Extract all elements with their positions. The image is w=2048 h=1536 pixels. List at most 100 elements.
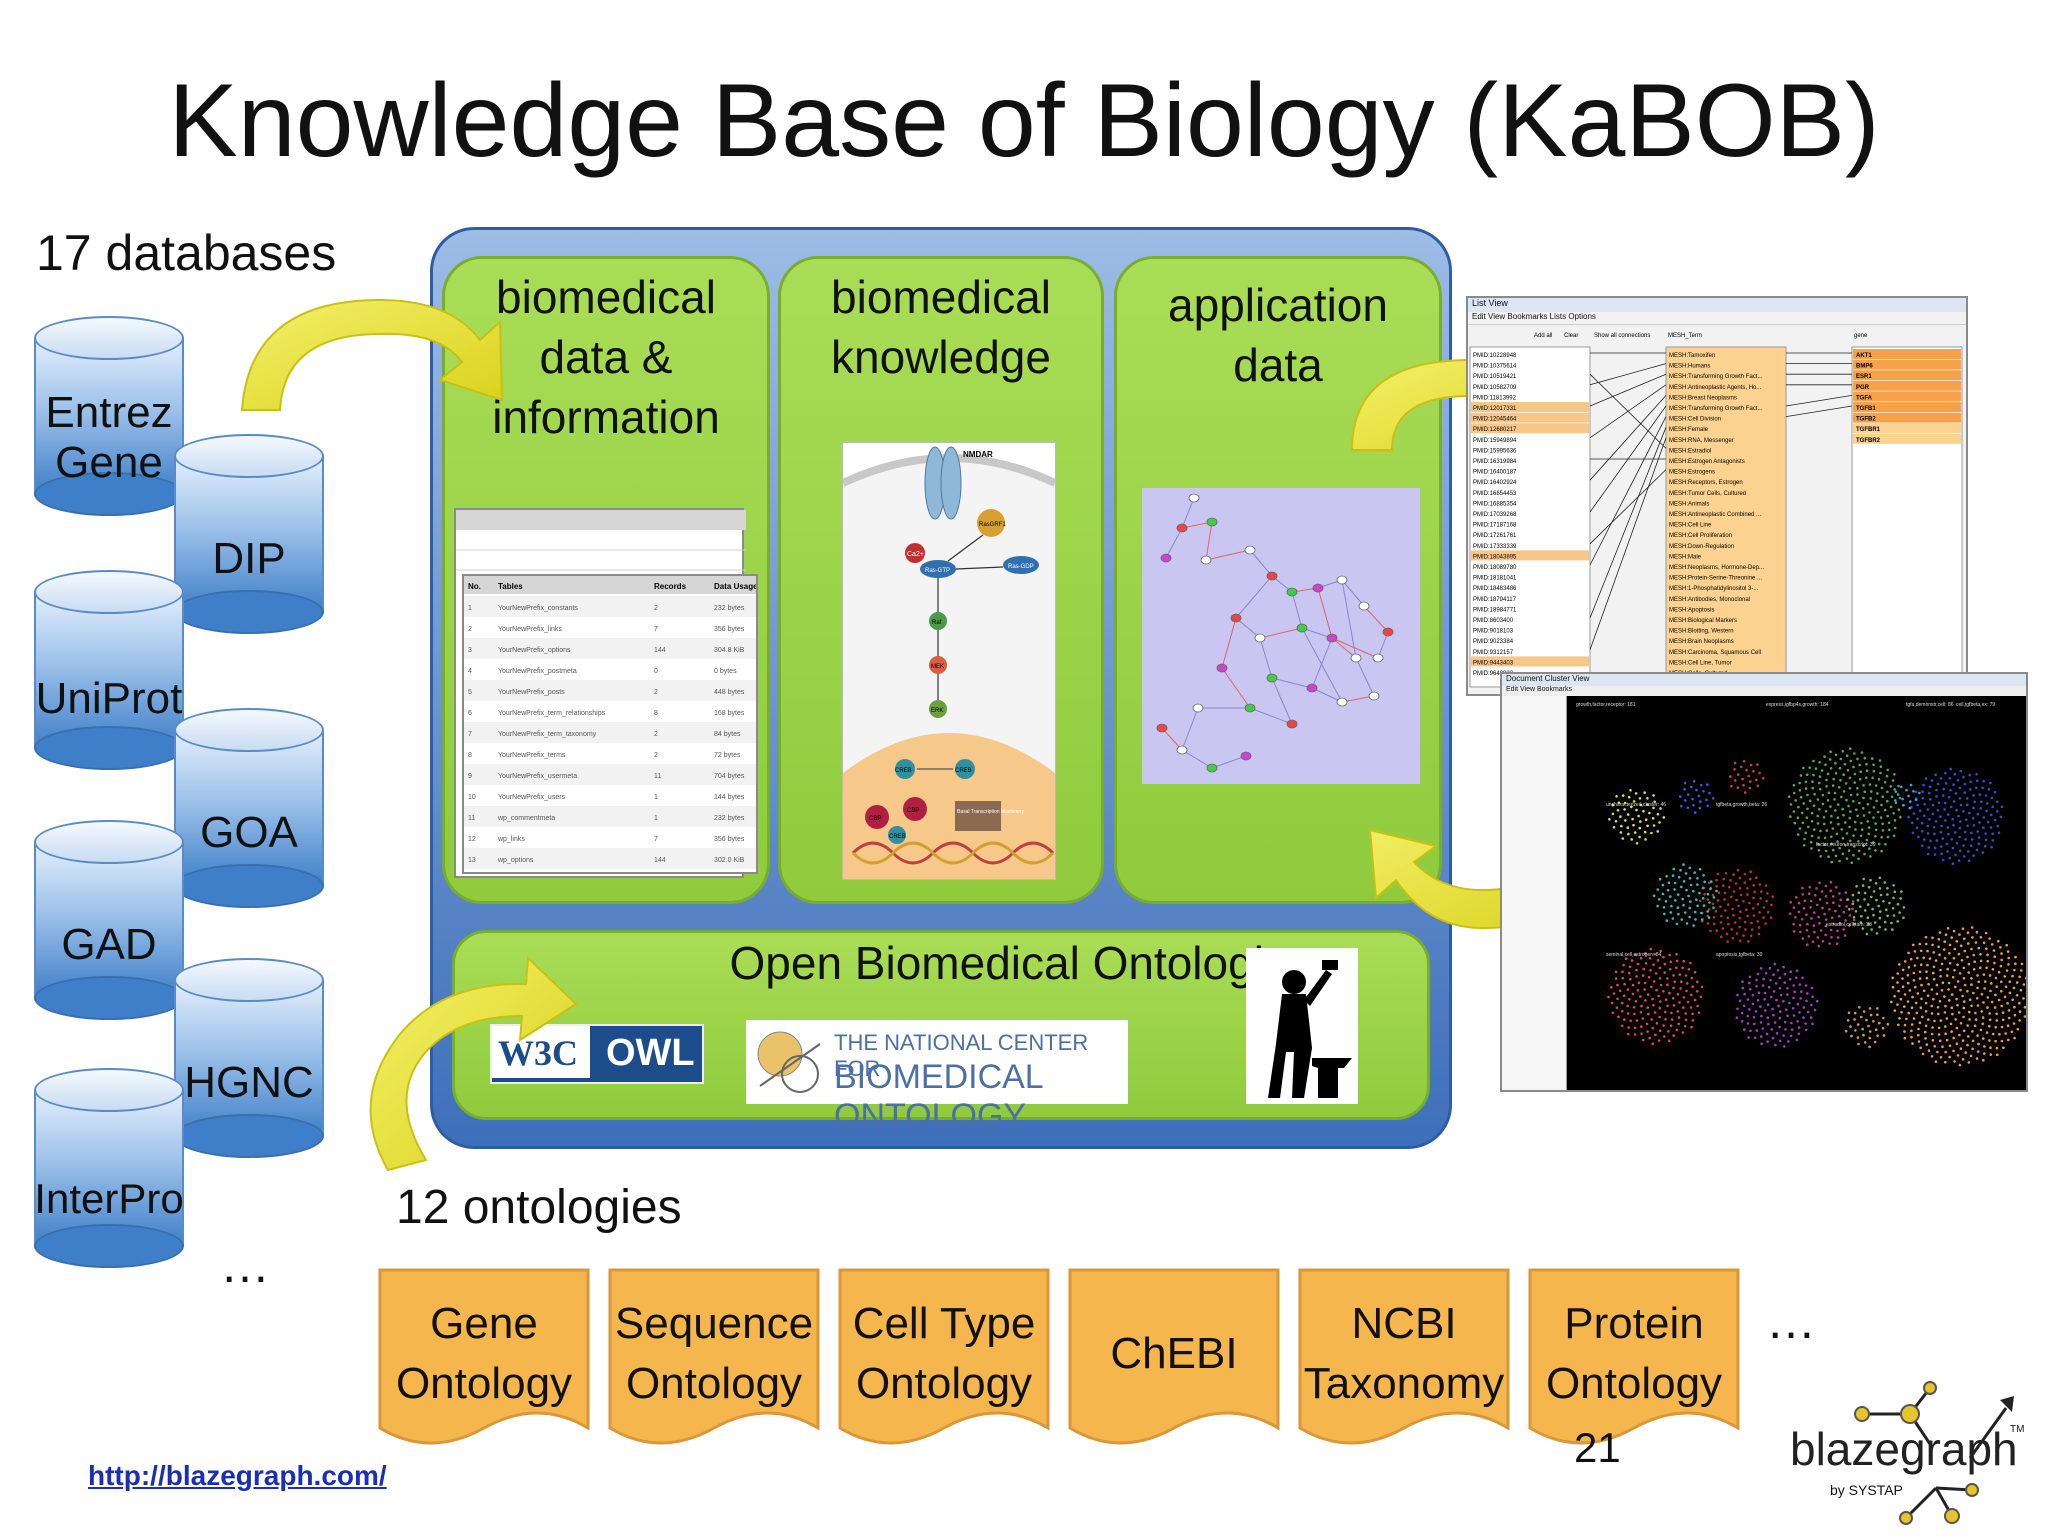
- pmid-item[interactable]: PMID:8603400: [1473, 618, 1514, 624]
- pmid-item[interactable]: PMID:15949894: [1473, 438, 1517, 444]
- pmid-item[interactable]: PMID:16319984: [1473, 459, 1517, 465]
- pmid-item[interactable]: PMID:10375614: [1473, 364, 1517, 370]
- pmid-item[interactable]: PMID:17039268: [1473, 512, 1517, 518]
- gene-highlight: [1853, 412, 1961, 423]
- mesh-item[interactable]: MESH:Estrogen Antagonists: [1669, 459, 1745, 465]
- mesh-item[interactable]: MESH:Cell Line: [1669, 523, 1712, 529]
- gene-item[interactable]: AKT1: [1856, 353, 1872, 359]
- cluster[interactable]: [1787, 747, 1905, 864]
- cluster[interactable]: [1735, 962, 1819, 1048]
- cluster[interactable]: [1698, 868, 1774, 943]
- cluster[interactable]: [1890, 926, 2028, 1067]
- pmid-item[interactable]: PMID:17333339: [1473, 544, 1517, 550]
- network-edge: [1301, 627, 1343, 703]
- pmid-item[interactable]: PMID:12680217: [1473, 427, 1517, 433]
- ncbo-line2: BIOMEDICAL ONTOLOGY: [834, 1058, 1043, 1135]
- pmid-item[interactable]: PMID:16854453: [1473, 491, 1517, 497]
- pmid-item[interactable]: PMID:16885354: [1473, 501, 1517, 507]
- gene-item[interactable]: PGR: [1856, 385, 1870, 391]
- pmid-item[interactable]: PMID:11813992: [1473, 395, 1517, 401]
- network-node: [1296, 623, 1308, 633]
- link-line: [1589, 416, 1667, 566]
- mesh-item[interactable]: MESH:Estrogens: [1669, 470, 1715, 476]
- mesh-item[interactable]: MESH:Down-Regulation: [1669, 544, 1734, 550]
- mesh-item[interactable]: MESH:Tamoxifen: [1669, 353, 1715, 359]
- pmid-item[interactable]: PMID:16400187: [1473, 470, 1517, 476]
- pmid-item[interactable]: PMID:9312157: [1473, 650, 1514, 656]
- mesh-item[interactable]: MESH:Animals: [1669, 501, 1709, 507]
- mesh-item[interactable]: MESH:Cell Proliferation: [1669, 533, 1732, 539]
- table-cell: YourNewPrefix_usermeta: [498, 773, 577, 780]
- mesh-item[interactable]: MESH:Antibodies, Monoclonal: [1669, 597, 1750, 603]
- mesh-item[interactable]: MESH:Biological Markers: [1669, 618, 1737, 624]
- mesh-item[interactable]: MESH:Transforming Growth Fact...: [1669, 374, 1763, 380]
- pmid-item[interactable]: PMID:10582709: [1473, 385, 1517, 391]
- mesh-item[interactable]: MESH:Apoptosis: [1669, 607, 1714, 613]
- cluster[interactable]: [1652, 863, 1718, 927]
- gene-item[interactable]: TGFBR2: [1856, 438, 1881, 444]
- pmid-item[interactable]: PMID:18181041: [1473, 576, 1517, 582]
- pmid-item[interactable]: PMID:17261761: [1473, 533, 1517, 539]
- pmid-item[interactable]: PMID:12017331: [1473, 406, 1517, 412]
- cluster[interactable]: [1907, 767, 2004, 865]
- link-line: [1589, 395, 1667, 481]
- cluster[interactable]: [1679, 780, 1715, 814]
- gene-item[interactable]: BMP6: [1856, 364, 1873, 370]
- pmid-item[interactable]: PMID:10228948: [1473, 353, 1517, 359]
- mesh-item[interactable]: MESH:Antineoplastic Agents, Ho...: [1669, 385, 1762, 391]
- pmid-item[interactable]: PMID:16402924: [1473, 480, 1517, 486]
- cluster[interactable]: [1893, 783, 1921, 810]
- mesh-item[interactable]: MESH:Humans: [1669, 364, 1710, 370]
- footer-url-link[interactable]: http://blazegraph.com/: [88, 1460, 387, 1491]
- pmid-item[interactable]: PMID:18089780: [1473, 565, 1517, 571]
- database-gad: GAD: [34, 820, 184, 1020]
- cluster[interactable]: [1844, 1006, 1890, 1049]
- pmid-item[interactable]: PMID:9023384: [1473, 639, 1514, 645]
- toolbar-button[interactable]: Show all connections: [1594, 333, 1650, 339]
- pmid-item[interactable]: PMID:9443403: [1473, 660, 1514, 666]
- gene-item[interactable]: TGFB1: [1856, 406, 1876, 412]
- mesh-item[interactable]: MESH:Blotting, Western: [1669, 629, 1734, 635]
- cluster[interactable]: [1607, 947, 1704, 1045]
- pmid-item[interactable]: PMID:15995636: [1473, 448, 1517, 454]
- mesh-item[interactable]: MESH:Antineoplastic Combined ...: [1669, 512, 1761, 518]
- mesh-item[interactable]: MESH:Receptors, Estrogen: [1669, 480, 1743, 486]
- document-shape: [608, 1268, 820, 1445]
- gene-item[interactable]: ESR1: [1856, 374, 1872, 380]
- pmid-item[interactable]: PMID:9018103: [1473, 629, 1514, 635]
- mesh-item[interactable]: MESH:Transforming Growth Fact...: [1669, 406, 1763, 412]
- pmid-item[interactable]: PMID:18794117: [1473, 597, 1517, 603]
- gene-item[interactable]: TGFBR1: [1856, 427, 1881, 433]
- node-raf: Raf: [932, 620, 942, 626]
- mesh-item[interactable]: MESH:Breast Neoplasms: [1669, 395, 1737, 401]
- pmid-item[interactable]: PMID:10519421: [1473, 374, 1517, 380]
- mesh-item[interactable]: MESH:Estradiol: [1669, 448, 1711, 454]
- cluster[interactable]: [1608, 789, 1666, 845]
- mesh-item[interactable]: MESH:Cell Line, Tumor: [1669, 660, 1732, 666]
- table-cell: 8: [468, 752, 472, 759]
- mesh-item[interactable]: MESH:Neoplasms, Hormone-Dep...: [1669, 565, 1764, 571]
- mesh-item[interactable]: MESH:Female: [1669, 427, 1709, 433]
- cluster[interactable]: [1729, 760, 1765, 794]
- pmid-item[interactable]: PMID:18483486: [1473, 586, 1517, 592]
- mesh-item[interactable]: MESH:Tumor Cells, Cultured: [1669, 491, 1746, 497]
- mesh-item[interactable]: MESH:Carcinoma, Squamous Cell: [1669, 650, 1761, 656]
- toolbar-button[interactable]: Clear: [1564, 333, 1578, 339]
- mesh-item[interactable]: MESH:Male: [1669, 554, 1702, 560]
- pmid-item[interactable]: PMID:9648930: [1473, 671, 1514, 677]
- cluster[interactable]: [1788, 880, 1856, 948]
- mesh-item[interactable]: MESH:RNA, Messenger: [1669, 438, 1734, 444]
- pmid-item[interactable]: PMID:17187168: [1473, 523, 1517, 529]
- mesh-item[interactable]: MESH:Brain Neoplasms: [1669, 639, 1734, 645]
- pmid-item[interactable]: PMID:18984771: [1473, 607, 1517, 613]
- toolbar-button[interactable]: Add all: [1534, 333, 1552, 339]
- mesh-item[interactable]: MESH:Cell Division: [1669, 417, 1721, 423]
- node-ca: Ca2+: [907, 551, 924, 558]
- pmid-item[interactable]: PMID:18043895: [1473, 554, 1517, 560]
- gene-item[interactable]: TGFB2: [1856, 417, 1876, 423]
- cluster[interactable]: [1846, 876, 1906, 936]
- pmid-item[interactable]: PMID:12045464: [1473, 417, 1517, 423]
- mesh-item[interactable]: MESH:1-Phosphatidylinositol 3-...: [1669, 586, 1759, 592]
- mesh-item[interactable]: MESH:Protein-Serine-Threonine ...: [1669, 576, 1762, 582]
- gene-item[interactable]: TGFA: [1856, 395, 1873, 401]
